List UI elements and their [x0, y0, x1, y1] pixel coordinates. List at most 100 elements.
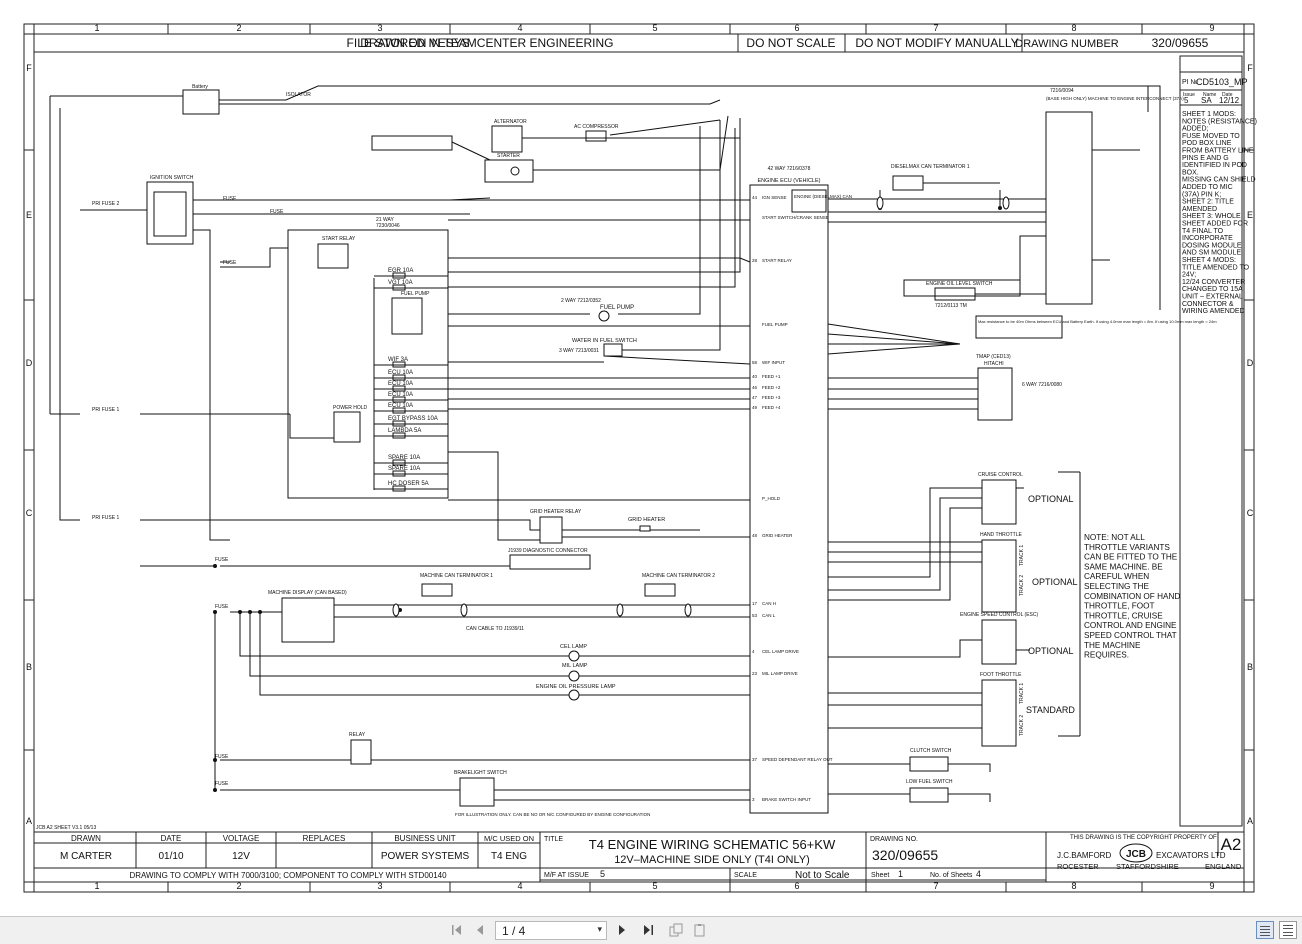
grid-row-label: F: [26, 63, 32, 73]
revision-note-line: INCORPORATE: [1182, 235, 1233, 242]
ecu-pin-label: GRID HEATER: [762, 533, 793, 538]
copy-button[interactable]: [666, 921, 686, 939]
ecu-pin-label: FEED +2: [762, 385, 781, 390]
grid-column-label: 4: [517, 23, 522, 33]
fuse-row-label: SPARE 10A: [388, 455, 420, 461]
alternator: ALTERNATOR: [491, 119, 527, 153]
battery: Battery: [182, 84, 220, 115]
throttle-note-line: CONTROL AND ENGINE: [1084, 621, 1177, 630]
grid-row-label: B: [26, 662, 32, 672]
wire: [219, 85, 1149, 112]
grid-column-label: 5: [652, 23, 657, 33]
mic-connector: 7216/0094 (BASE HIGH ONLY) MACHINE TO EN…: [1045, 88, 1184, 305]
grid-column-label: 4: [517, 881, 522, 891]
header-bar: DRAWN ON VESYS FILE STORED IN TEAMCENTER…: [34, 34, 1244, 53]
junction-dot: [213, 758, 217, 762]
foot-throttle: FOOT THROTTLE: [980, 672, 1022, 747]
next-page-button[interactable]: [612, 921, 632, 939]
continuous-view-button[interactable]: [1279, 921, 1297, 939]
grid-row-label: E: [26, 210, 32, 220]
throttle-note-line: THROTTLE VARIANTS: [1084, 543, 1170, 552]
grid-column-label: 9: [1209, 23, 1214, 33]
mc-used-on-label: M/C USED ON: [484, 834, 534, 843]
fuse-symbol: [392, 470, 406, 477]
ecu-pin-label: SPEED DEPENDANT RELAY OUT: [762, 757, 833, 762]
previous-page-button[interactable]: [470, 921, 490, 939]
grid-column-label: 7: [933, 23, 938, 33]
throttle-note-line: THE MACHINE: [1084, 641, 1141, 650]
revision-note-line: BOX.: [1182, 169, 1199, 176]
revision-note-line: FUSE MOVED TO: [1182, 133, 1240, 140]
header-do-not-modify: DO NOT MODIFY MANUALLY: [855, 36, 1018, 50]
throttle-note-line: CAREFUL WHEN: [1084, 572, 1149, 581]
wire: [219, 99, 721, 105]
brakelight-switch: BRAKELIGHT SWITCH FOR ILLUSTRATION ONLY.…: [454, 770, 650, 817]
grid-row-label: F: [1247, 63, 1253, 73]
low-fuel-switch: LOW FUEL SWITCH: [906, 779, 953, 803]
page-select[interactable]: 1 / 4 ▾: [495, 921, 607, 940]
sheet-label: Sheet: [871, 872, 889, 879]
revision-note-line: ADDED;: [1182, 126, 1209, 133]
throttle-note-line: SPEED CONTROL THAT: [1084, 631, 1177, 640]
svg-text:FUEL PUMP: FUEL PUMP: [600, 305, 634, 311]
drawing-no-value: 320/09655: [872, 847, 938, 863]
engine-ecu: 42 WAY 7216/0378 ENGINE ECU (VEHICLE) EN…: [749, 166, 852, 814]
sheet-value: 1: [898, 869, 903, 879]
name-value: SA: [1201, 96, 1212, 105]
fuse-symbol: [392, 272, 406, 279]
revision-note-line: IDENTIFIED IN POD: [1182, 162, 1247, 169]
first-page-icon: [452, 925, 461, 935]
svg-text:HAND THROTTLE: HAND THROTTLE: [980, 532, 1023, 538]
can-connector: [684, 603, 692, 617]
wire: [828, 497, 982, 591]
ecu-pin-label: FEED +1: [762, 374, 781, 379]
revision-note-line: CONNECTOR &: [1182, 301, 1234, 308]
junction-dot: [213, 788, 217, 792]
fuel-pump: FUEL PUMP 2 WAY 7212/0352: [561, 298, 634, 322]
drawing-no-label: DRAWING NO.: [870, 836, 918, 843]
svg-text:DIESELMAX CAN TERMINATOR 1: DIESELMAX CAN TERMINATOR 1: [891, 164, 970, 170]
svg-text:ENGINE (DIESELMAX) CAN: ENGINE (DIESELMAX) CAN: [794, 194, 852, 199]
svg-text:(BASE HIGH ONLY) MACHINE TO EN: (BASE HIGH ONLY) MACHINE TO ENGINE INTER…: [1046, 96, 1184, 101]
first-page-button[interactable]: [447, 921, 467, 939]
can-connector: [460, 603, 468, 617]
grid-column-label: 8: [1071, 23, 1076, 33]
grid-row-label: D: [26, 358, 33, 368]
standard-label: STANDARD: [1026, 705, 1075, 715]
last-page-button[interactable]: [638, 921, 658, 939]
svg-text:Max resistance to be 40m Ohms: Max resistance to be 40m Ohms between EC…: [978, 319, 1217, 324]
scale-label: SCALE: [734, 872, 757, 879]
fuse-symbol: [392, 396, 406, 403]
fuse-row-label: SPARE 10A: [388, 466, 420, 472]
location-3: ENGLAND: [1205, 862, 1242, 871]
svg-text:TMAP (CED13): TMAP (CED13): [976, 354, 1011, 360]
location-1: ROCESTER: [1057, 862, 1099, 871]
svg-text:42 WAY 7216/0378: 42 WAY 7216/0378: [768, 166, 811, 172]
ecu-pin-label: CAN L: [762, 613, 776, 618]
revision-note-line: WIRING AMENDED: [1182, 308, 1245, 315]
isolator-label: ISOLATOR: [286, 92, 311, 98]
fuse-row-label: ECU 10A: [388, 381, 413, 387]
wire: [451, 141, 491, 161]
header-drawn-on: DRAWN ON VESYS: [360, 36, 470, 50]
revision-note-line: PINS E AND G: [1182, 155, 1229, 162]
wire: [827, 343, 961, 355]
single-page-view-button[interactable]: [1256, 921, 1274, 939]
revision-note-line: AMENDED: [1182, 206, 1217, 213]
fuse-row-label: EGT BYPASS 10A: [388, 416, 438, 422]
junction-dot: [258, 610, 262, 614]
wire: [622, 120, 721, 351]
business-unit-label: BUSINESS UNIT: [394, 834, 455, 843]
grid-row-label: C: [26, 508, 33, 518]
paste-button[interactable]: [690, 921, 710, 939]
wire: [448, 128, 741, 273]
last-page-icon: [644, 925, 653, 935]
svg-text:CRUISE CONTROL: CRUISE CONTROL: [978, 472, 1023, 478]
ecu-pin-number: 3: [752, 797, 755, 802]
issue-value: 5: [1184, 96, 1189, 105]
svg-text:STARTER: STARTER: [497, 153, 520, 159]
junction-dot: [213, 564, 217, 568]
scale-value: Not to Scale: [795, 870, 850, 881]
wire: [522, 118, 741, 139]
fuse-symbol: [392, 374, 406, 381]
